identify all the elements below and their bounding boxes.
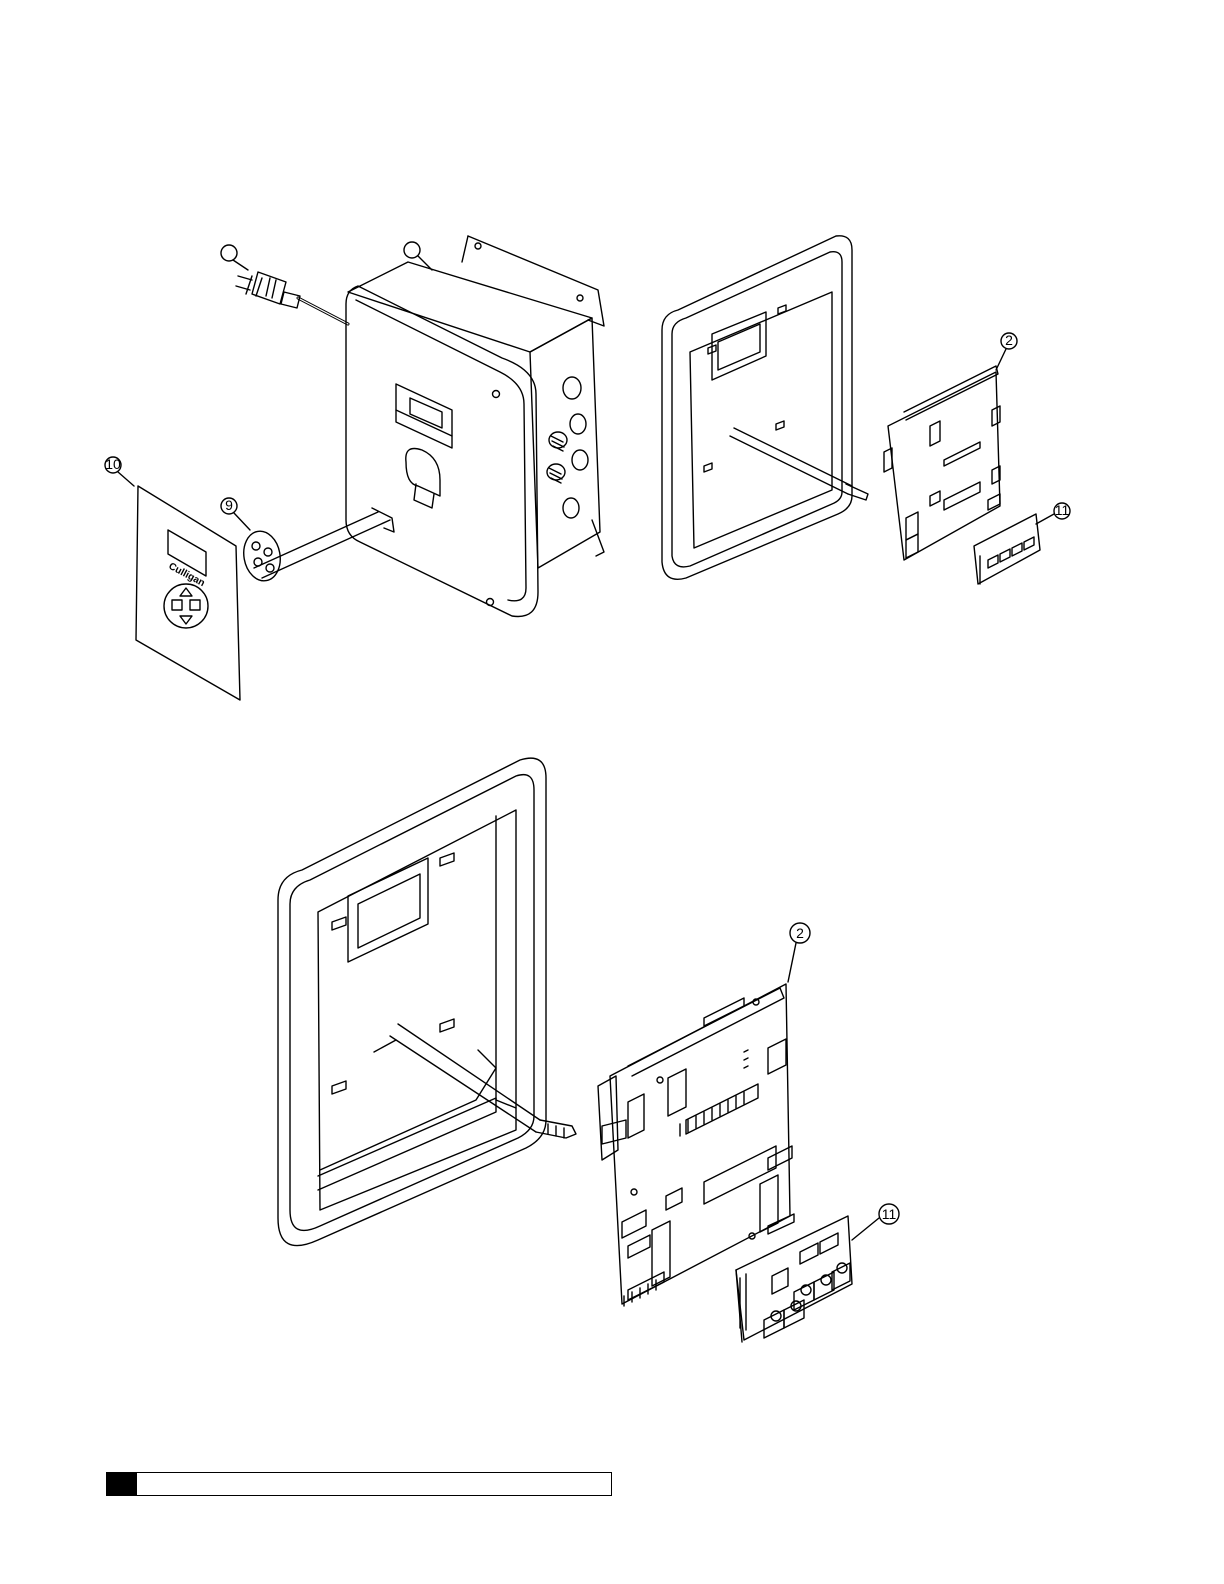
svg-text:2: 2: [1005, 332, 1013, 348]
power-cord: [236, 272, 348, 324]
relay-board-top: [974, 514, 1040, 584]
callout-overlay: 10: [105, 456, 134, 486]
page-number-block: [107, 1473, 137, 1495]
page-footer-bar: [106, 1472, 612, 1496]
footer-text: [137, 1473, 611, 1495]
callout-keypad: 9: [221, 497, 250, 530]
strain-relief-group: [547, 432, 567, 483]
callout-relay-top: 11: [1036, 502, 1070, 524]
svg-text:11: 11: [882, 1206, 897, 1222]
standoff-group: [332, 853, 454, 1094]
callout-relay-bottom: 11: [852, 1204, 899, 1240]
circuit-board-bottom: [598, 984, 794, 1306]
circuit-board-top: [884, 366, 1000, 560]
svg-text:11: 11: [1055, 502, 1070, 518]
callout-cord: [221, 245, 248, 270]
callout-board-bottom: 2: [788, 923, 810, 982]
callout-board-top: 2: [996, 332, 1017, 370]
lid-frame-bottom: [278, 758, 576, 1245]
lid-frame-top: [662, 236, 868, 580]
keypad-gasket: [240, 528, 284, 583]
enclosure: [254, 236, 604, 617]
svg-text:10: 10: [105, 456, 121, 472]
front-overlay: Culligan: [136, 486, 240, 700]
callout-enclosure: [404, 242, 432, 270]
svg-text:9: 9: [225, 497, 233, 513]
svg-text:2: 2: [796, 925, 804, 941]
